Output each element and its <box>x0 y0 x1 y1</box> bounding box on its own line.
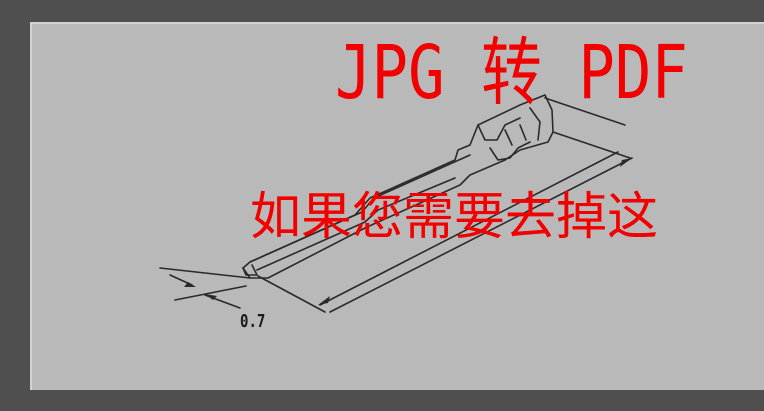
dimension-line-overall <box>329 157 633 313</box>
watermark-subtitle: 如果您需要去掉这 <box>250 188 659 247</box>
crimp-wing-a <box>477 117 521 141</box>
arrow-head-leader <box>205 294 217 300</box>
pin-inner-edge <box>256 177 456 271</box>
extension-line-tip-b <box>174 285 247 301</box>
pin-top-edge <box>249 154 471 263</box>
crimp-slot <box>504 124 527 146</box>
pin-outline <box>242 94 554 279</box>
dimension-label: 0.7 <box>240 311 266 332</box>
arrow-head-tip <box>184 282 196 287</box>
extension-line-right <box>552 131 631 159</box>
extension-line-left <box>257 275 326 313</box>
pin-tip <box>242 264 258 276</box>
arrow-head-left <box>318 296 330 305</box>
crimp-wing-c <box>529 107 541 141</box>
extension-line-tip-a <box>159 267 251 279</box>
crimp-wing-b <box>489 141 531 161</box>
arrow-head-right <box>620 158 632 167</box>
watermark-title: JPG 转 PDF <box>335 30 688 116</box>
drawing-panel <box>30 22 764 390</box>
dimension-line-length <box>319 151 619 306</box>
extension-line-top <box>544 97 626 126</box>
